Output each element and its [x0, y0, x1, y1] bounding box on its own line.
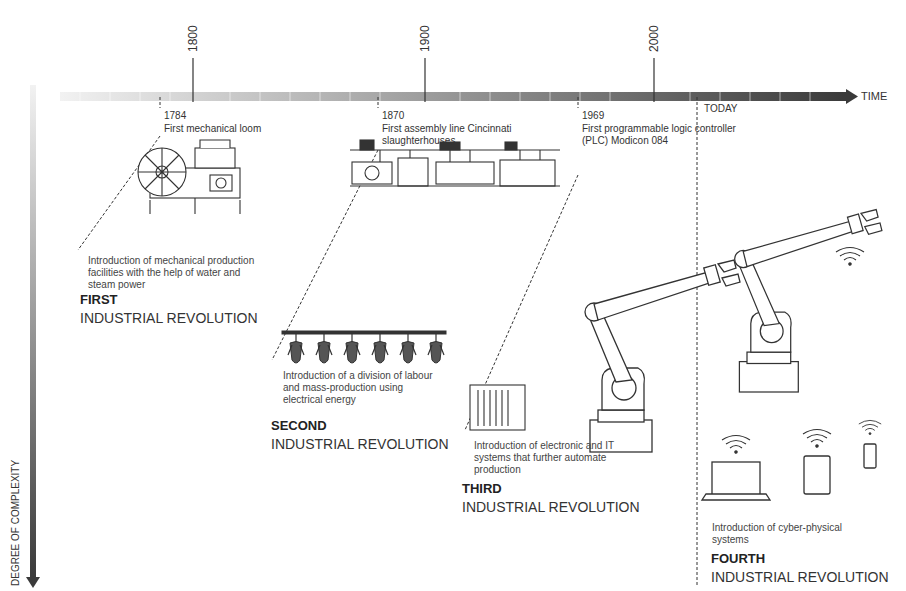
axis-label: DEGREE OF COMPLEXITY — [10, 460, 22, 586]
revolution-number: THIRD — [462, 481, 502, 497]
revolution-title: INDUSTRIAL REVOLUTION — [711, 569, 889, 586]
today-label: TODAY — [704, 103, 738, 115]
year-tick: 1900 — [418, 25, 432, 52]
revolution-title: INDUSTRIAL REVOLUTION — [80, 310, 258, 327]
year-tick: 1800 — [186, 25, 200, 52]
description: Introduction of mechanical production fa… — [88, 255, 266, 291]
event-text: First programmable logic controller (PLC… — [582, 123, 742, 147]
description: Introduction of a division of labour and… — [283, 370, 443, 406]
revolution-number: SECOND — [271, 418, 327, 434]
description: Introduction of electronic and IT system… — [474, 440, 634, 476]
axis-label: TIME — [861, 90, 887, 103]
event-year: 1870 — [382, 110, 404, 122]
revolution-title: INDUSTRIAL REVOLUTION — [462, 499, 640, 516]
event-text: First mechanical loom — [164, 123, 304, 135]
event-year: 1784 — [164, 110, 186, 122]
event-year: 1969 — [582, 110, 604, 122]
revolution-number: FIRST — [80, 292, 118, 308]
revolution-number: FOURTH — [711, 551, 765, 567]
year-tick: 2000 — [647, 25, 661, 52]
description: Introduction of cyber-physical systems — [712, 522, 852, 546]
event-text: First assembly line Cincinnati slaughter… — [382, 123, 512, 147]
revolution-title: INDUSTRIAL REVOLUTION — [271, 436, 449, 453]
